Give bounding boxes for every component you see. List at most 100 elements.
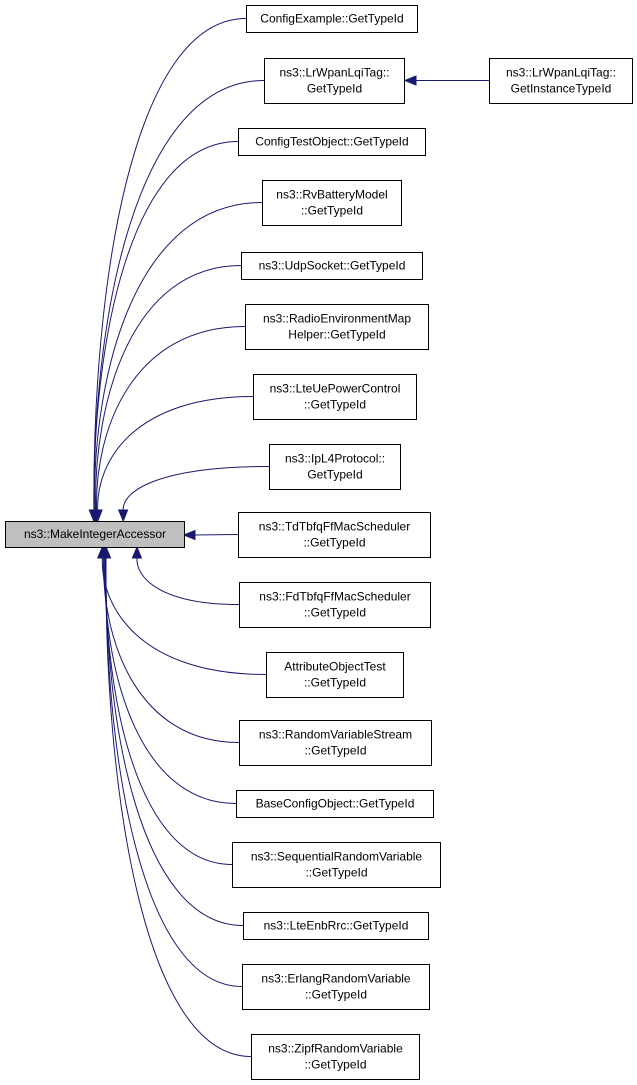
node-label-line: ::GetTypeId [304,676,366,690]
node-box [262,180,402,226]
edge-n18-to-n2 [403,75,489,86]
node-box [239,720,432,766]
node-ns3-fdtbfqffmacscheduler-gettypeid[interactable]: ns3::FdTbfqFfMacScheduler::GetTypeId [239,582,431,628]
edge-n2-to-root [88,80,265,523]
node-label-line: ::GetTypeId [304,1058,366,1072]
node-ns3-lrwpanlqitag-gettypeid[interactable]: ns3::LrWpanLqiTag::GetTypeId [264,58,405,104]
edge-line [193,534,239,536]
node-box [243,912,429,940]
node-ns3-tdtbfqffmacscheduler-gettypeid[interactable]: ns3::TdTbfqFfMacScheduler::GetTypeId [238,512,431,558]
edge-n1-to-root [88,18,247,523]
edge-n14-to-root [100,545,233,865]
edge-line [105,556,252,1057]
node-box [241,252,423,280]
node-label-line: ::GetTypeId [301,204,363,218]
node-label-line: ns3::RvBatteryModel [276,188,387,202]
node-label-line: ns3::LteEnbRrc::GetTypeId [264,919,409,933]
node-ns3-rvbatterymodel-gettypeid[interactable]: ns3::RvBatteryModel::GetTypeId [262,180,402,226]
node-ns3-radioenvironmentmaphelper-gettypeid[interactable]: ns3::RadioEnvironmentMapHelper::GetTypeI… [245,304,429,350]
node-label-line: ::GetTypeId [305,988,367,1002]
node-baseconfigobject-gettypeid[interactable]: BaseConfigObject::GetTypeId [236,790,434,818]
node-label-line: GetTypeId [307,82,362,96]
node-box [242,964,430,1010]
edge-line [95,265,242,512]
node-box [245,304,429,350]
node-ns3-zipfrandomvariable-gettypeid[interactable]: ns3::ZipfRandomVariable::GetTypeId [251,1034,420,1080]
node-ns3-udpsocket-gettypeid[interactable]: ns3::UdpSocket::GetTypeId [241,252,423,280]
node-label-line: BaseConfigObject::GetTypeId [256,797,415,811]
node-label-line: ::GetTypeId [303,536,365,550]
edge-line [102,556,240,743]
edge-n6-to-root [91,326,246,523]
node-label-line: ns3::RadioEnvironmentMap [263,312,411,326]
node-label-line: ns3::RandomVariableStream [259,728,412,742]
edge-line [122,466,270,512]
edge-arrowhead [100,545,112,559]
node-ns3-lrwpanlqitag-getinstancetypeid[interactable]: ns3::LrWpanLqiTag::GetInstanceTypeId [489,58,633,104]
node-label-line: ns3::TdTbfqFfMacScheduler [259,520,410,534]
node-label-line: ns3::ErlangRandomVariable [261,972,411,986]
node-box [238,128,426,156]
edge-line [96,326,246,512]
edge-n17-to-root [100,545,252,1057]
edge-arrowhead [117,509,129,523]
node-box [269,444,401,490]
edge-line [93,141,239,512]
node-label-line: AttributeObjectTest [284,660,386,674]
node-ns3-erlangrandomvariable-gettypeid[interactable]: ns3::ErlangRandomVariable::GetTypeId [242,964,430,1010]
node-box [251,1034,420,1080]
node-ns3-lteenbrrc-gettypeid[interactable]: ns3::LteEnbRrc::GetTypeId [243,912,429,940]
node-ns3-ipl4protocol-gettypeid[interactable]: ns3::IpL4Protocol::GetTypeId [269,444,401,490]
node-ns3-sequentialrandomvariable-gettypeid[interactable]: ns3::SequentialRandomVariable::GetTypeId [232,842,441,888]
node-ns3-lteuepowercontrol-gettypeid[interactable]: ns3::LteUePowerControl::GetTypeId [253,374,417,420]
edge-n16-to-root [100,545,243,987]
node-label-line: ns3::SequentialRandomVariable [251,850,423,864]
edge-n12-to-root [98,545,240,743]
node-box [239,582,431,628]
node-label-line: GetTypeId [307,468,362,482]
nodes-layer: ns3::MakeIntegerAccessor ConfigExample::G… [5,5,633,1080]
node-box [489,58,633,104]
edge-line [97,396,254,512]
node-label-line: Helper::GetTypeId [288,328,385,342]
node-box [246,5,418,33]
node-label-line: ns3::MakeIntegerAccessor [24,527,166,541]
edge-line [105,556,244,926]
node-label-line: ConfigExample::GetTypeId [260,12,403,26]
node-label-line: ::GetTypeId [304,606,366,620]
edge-arrowhead [182,529,196,541]
node-ns3-randomvariablestream-gettypeid[interactable]: ns3::RandomVariableStream::GetTypeId [239,720,432,766]
node-label-line: ::GetTypeId [305,866,367,880]
edge-line [136,556,240,605]
node-label-line: ns3::IpL4Protocol:: [285,452,385,466]
node-ns3-makeintegeraccessor[interactable]: ns3::MakeIntegerAccessor [5,521,185,548]
node-attributeobjecttest-gettypeid[interactable]: AttributeObjectTest::GetTypeId [266,652,404,698]
edges-layer [88,18,489,1057]
edge-line [93,202,263,512]
node-box [236,790,434,818]
node-box [264,58,405,104]
node-box [232,842,441,888]
edge-n4-to-root [89,202,263,523]
edge-n3-to-root [88,141,239,523]
node-label-line: ns3::ZipfRandomVariable [268,1042,403,1056]
edge-n7-to-root [92,396,254,523]
node-label-line: GetInstanceTypeId [511,82,612,96]
edge-n10-to-root [131,545,240,605]
node-configexample-gettypeid[interactable]: ConfigExample::GetTypeId [246,5,418,33]
edge-n9-to-root [182,529,239,541]
node-label-line: ::GetTypeId [304,398,366,412]
edge-arrowhead [131,545,143,559]
node-label-line: ns3::UdpSocket::GetTypeId [259,259,406,273]
node-box [253,374,417,420]
node-box [266,652,404,698]
node-label-line: ::GetTypeId [304,744,366,758]
edge-arrowhead [92,509,103,523]
node-box [238,512,431,558]
node-label-line: ns3::LrWpanLqiTag:: [506,66,616,80]
node-label-line: ns3::FdTbfqFfMacScheduler [259,590,410,604]
edge-n13-to-root [99,545,237,804]
node-configtestobject-gettypeid[interactable]: ConfigTestObject::GetTypeId [238,128,426,156]
edge-line [93,18,247,512]
